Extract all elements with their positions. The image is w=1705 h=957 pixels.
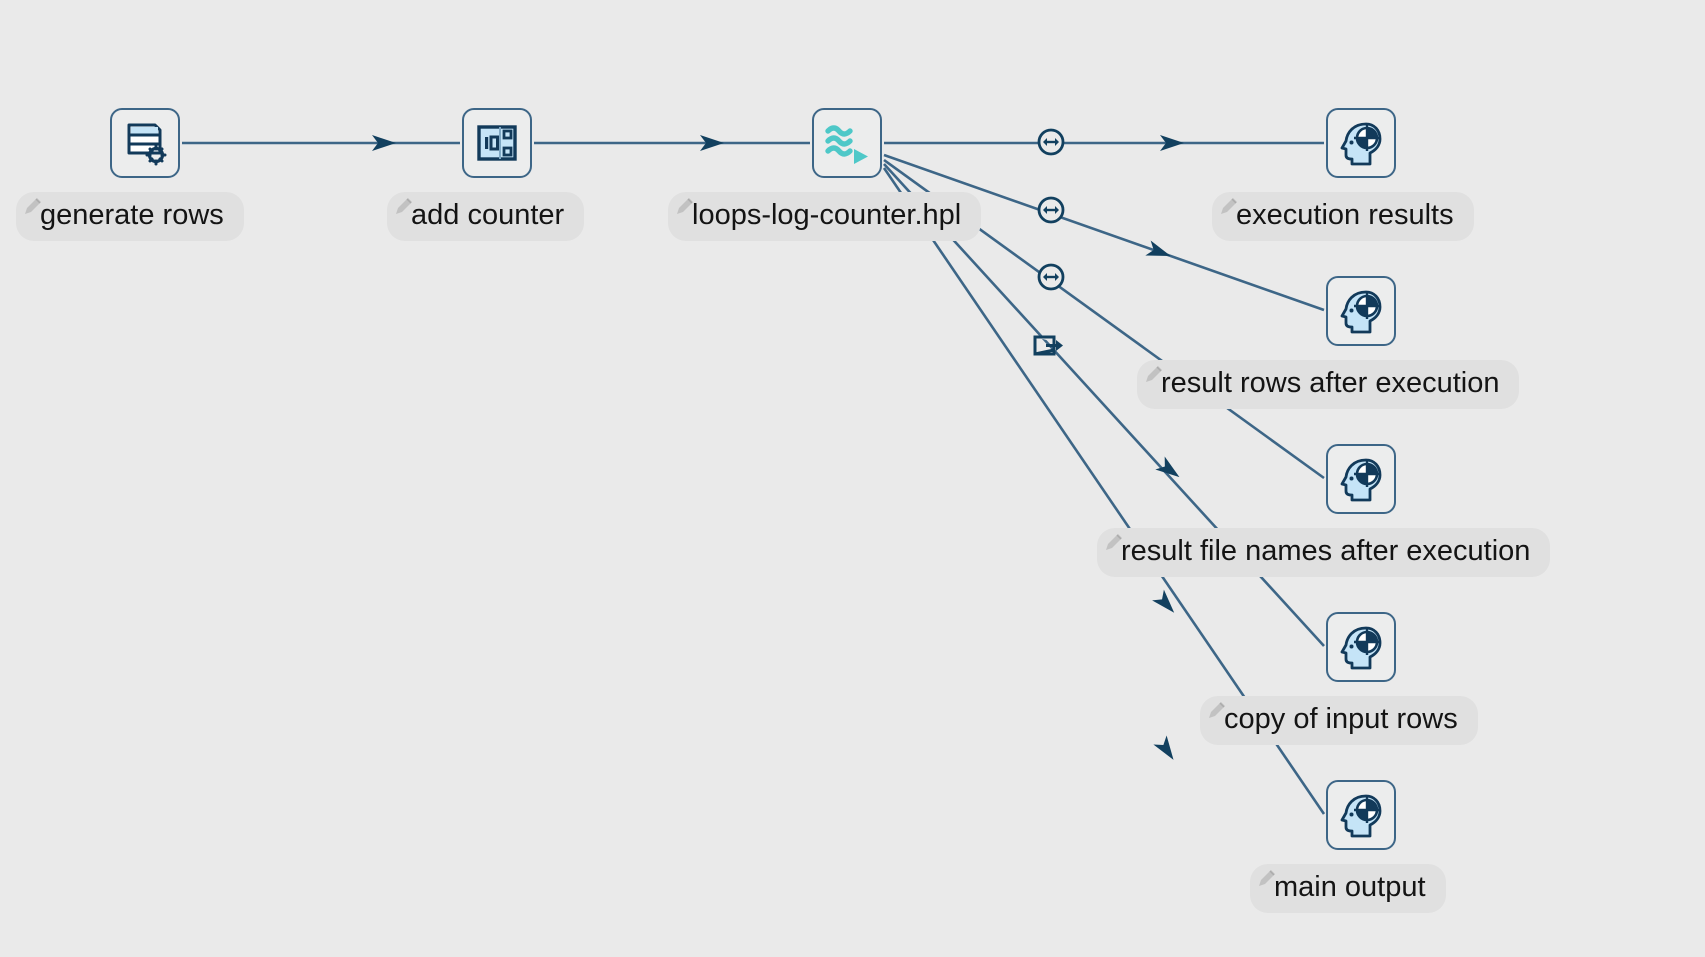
arrowhead-pipeline-to-exec-results bbox=[1160, 135, 1184, 151]
edit-pencil-icon bbox=[396, 198, 412, 214]
node-label-copy-of-input-rows[interactable]: copy of input rows bbox=[1200, 696, 1478, 746]
node-execution-results[interactable] bbox=[1326, 108, 1396, 178]
node-copy-of-input-rows[interactable] bbox=[1326, 612, 1396, 682]
node-label-text: result file names after execution bbox=[1121, 535, 1531, 567]
node-label-generate-rows[interactable]: generate rows bbox=[16, 192, 244, 242]
node-result-file-names-after-execution[interactable] bbox=[1326, 444, 1396, 514]
head-target-icon bbox=[1338, 120, 1384, 166]
head-target-icon bbox=[1338, 792, 1384, 838]
hop-copy-export-icon[interactable] bbox=[1032, 330, 1063, 360]
node-result-rows-after-execution[interactable] bbox=[1326, 276, 1396, 346]
node-loops-log-counter[interactable] bbox=[812, 108, 882, 178]
play-triangle-icon bbox=[854, 149, 868, 164]
node-label-text: generate rows bbox=[40, 199, 224, 231]
hop-resize-circle-icon-1[interactable] bbox=[1036, 127, 1066, 157]
node-label-text: add counter bbox=[411, 199, 565, 231]
node-label-result-file-names-after-execution[interactable]: result file names after execution bbox=[1097, 528, 1551, 578]
edit-pencil-icon bbox=[1209, 702, 1225, 718]
node-add-counter[interactable] bbox=[462, 108, 532, 178]
edit-pencil-icon bbox=[1221, 198, 1237, 214]
node-label-add-counter[interactable]: add counter bbox=[387, 192, 585, 242]
node-label-execution-results[interactable]: execution results bbox=[1212, 192, 1474, 242]
edit-pencil-icon bbox=[1106, 534, 1122, 550]
edit-pencil-icon bbox=[677, 198, 693, 214]
head-target-icon bbox=[1338, 456, 1384, 502]
head-target-icon bbox=[1338, 288, 1384, 334]
node-label-text: loops-log-counter.hpl bbox=[692, 199, 962, 231]
node-label-result-rows-after-execution[interactable]: result rows after execution bbox=[1137, 360, 1520, 410]
node-label-text: execution results bbox=[1236, 199, 1454, 231]
head-target-icon bbox=[1338, 624, 1384, 670]
arrowhead-counter-to-pipeline bbox=[700, 135, 724, 151]
edit-pencil-icon bbox=[1146, 366, 1162, 382]
arrowhead-pipeline-to-result-rows bbox=[1145, 240, 1171, 256]
add-counter-icon bbox=[475, 121, 519, 165]
arrowhead-pipeline-to-result-files bbox=[1155, 456, 1180, 478]
hop-resize-circle-icon-3[interactable] bbox=[1036, 262, 1066, 292]
node-main-output[interactable] bbox=[1326, 780, 1396, 850]
arrowhead-pipeline-to-main-output bbox=[1153, 735, 1174, 760]
pipeline-waves-icon bbox=[823, 119, 871, 167]
node-label-main-output[interactable]: main output bbox=[1250, 864, 1446, 914]
arrowhead-pipeline-to-copy-input bbox=[1152, 589, 1175, 613]
node-generate-rows[interactable] bbox=[110, 108, 180, 178]
node-label-text: copy of input rows bbox=[1224, 703, 1458, 735]
edit-pencil-icon bbox=[25, 198, 41, 214]
node-label-text: result rows after execution bbox=[1161, 367, 1500, 399]
node-label-text: main output bbox=[1274, 871, 1426, 903]
hop-resize-circle-icon-2[interactable] bbox=[1036, 195, 1066, 225]
table-gear-icon bbox=[122, 120, 168, 166]
arrowhead-generate-to-counter bbox=[372, 135, 396, 151]
node-label-loops-log-counter[interactable]: loops-log-counter.hpl bbox=[668, 192, 982, 242]
edit-pencil-icon bbox=[1259, 870, 1275, 886]
